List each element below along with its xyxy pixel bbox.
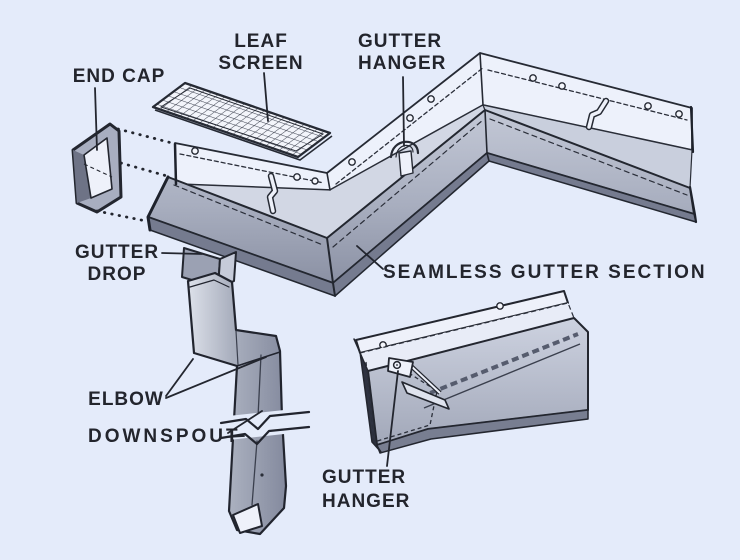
gutter-hanger-top-label: GUTTER HANGER <box>358 31 446 75</box>
rivets <box>191 74 683 185</box>
gutter-hanger-bottom-label: GUTTER HANGER <box>322 466 410 514</box>
detail-hanger-bracket <box>387 357 442 395</box>
leader-elbow-1 <box>165 358 194 397</box>
gutter-hanger-strap-right <box>585 97 610 131</box>
leader-downspout-1 <box>226 435 245 438</box>
seamless-gutter-section-part <box>146 52 698 297</box>
downspout-label: DOWNSPOUT <box>88 426 241 447</box>
leaf-screen-label-line1: LEAF <box>234 31 288 52</box>
gutter-drop-label-line2: DROP <box>87 264 147 285</box>
leader-end-cap <box>94 87 98 151</box>
break-symbol <box>219 407 312 446</box>
gutter-hanger-bottom-label-line1: GUTTER <box>322 467 407 488</box>
elbow-downspout-body <box>186 271 288 536</box>
gutter-drop-label: GUTTER DROP <box>75 242 159 286</box>
leader-downspout-2 <box>227 410 263 434</box>
leader-seamless <box>356 245 384 270</box>
leader-elbow-2 <box>165 356 267 399</box>
gutter-hanger-top-label-line1: GUTTER <box>358 31 443 52</box>
gutter-hanger-detail-part <box>353 290 589 454</box>
leaf-screen-label: LEAF SCREEN <box>218 31 303 75</box>
leader-gutter-drop <box>161 252 203 255</box>
end-cap-part <box>71 122 174 223</box>
gutter-hanger-bottom-label-line2: HANGER <box>322 491 411 512</box>
elbow-downspout-part <box>186 271 312 536</box>
seamless-gutter-section-label: SEAMLESS GUTTER SECTION <box>383 262 707 283</box>
gutter-hanger-top-label-line2: HANGER <box>358 53 447 74</box>
gutter-hanger-strap-left <box>266 172 279 215</box>
leader-leaf-screen <box>263 72 269 122</box>
elbow-label: ELBOW <box>88 389 164 410</box>
leader-gutter-hanger-bottom <box>386 370 399 467</box>
leaf-screen-mesh <box>151 81 332 159</box>
leader-gutter-hanger-top <box>402 76 405 147</box>
gutter-hanger-loop <box>389 140 420 177</box>
gutter-drop-label-line1: GUTTER <box>74 242 160 263</box>
leaf-screen-part <box>151 81 333 161</box>
leaf-screen-label-line2: SCREEN <box>218 53 304 74</box>
alignment-dotted-lines <box>95 127 174 223</box>
end-cap-label: END CAP <box>72 66 166 87</box>
leader-lines <box>94 72 405 467</box>
